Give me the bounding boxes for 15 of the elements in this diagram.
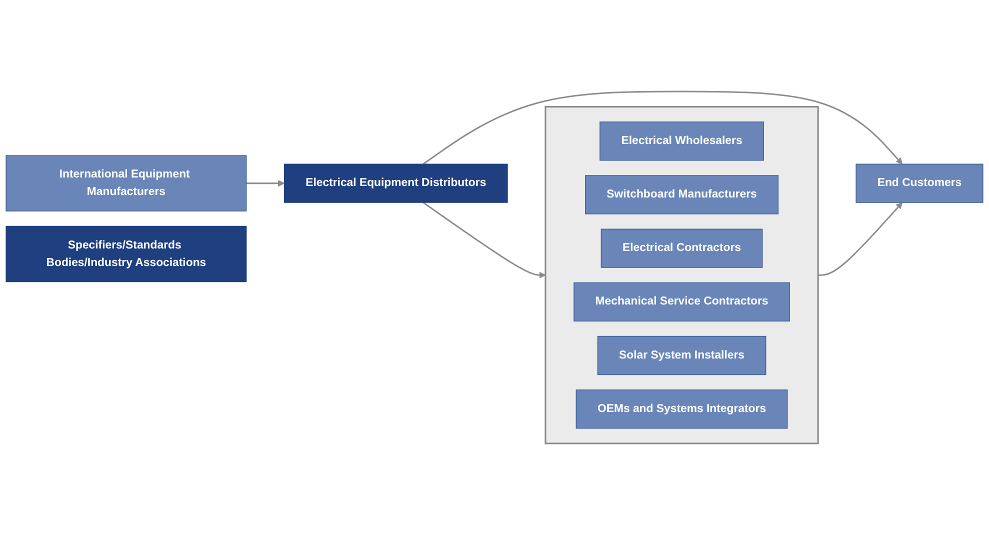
node-box: OEMs and Systems Integrators [576, 390, 788, 429]
node-box: Solar System Installers [597, 336, 766, 376]
arrow [246, 180, 285, 187]
arrow [818, 202, 903, 276]
node-box: End Customers [856, 164, 984, 203]
cluster [544, 106, 819, 444]
node-box: International Equipment Manufacturers [6, 155, 247, 212]
arrow [422, 202, 546, 278]
node-box: Electrical Equipment Distributors [284, 164, 508, 203]
node-box: Switchboard Manufacturers [585, 175, 779, 214]
node-box: Mechanical Service Contractors [574, 282, 790, 322]
node-box: Electrical Wholesalers [600, 122, 764, 161]
node-box: Specifiers/Standards Bodies/Industry Associations [6, 226, 247, 282]
arrow [422, 90, 903, 165]
node-box: Electrical Contractors [600, 228, 763, 268]
